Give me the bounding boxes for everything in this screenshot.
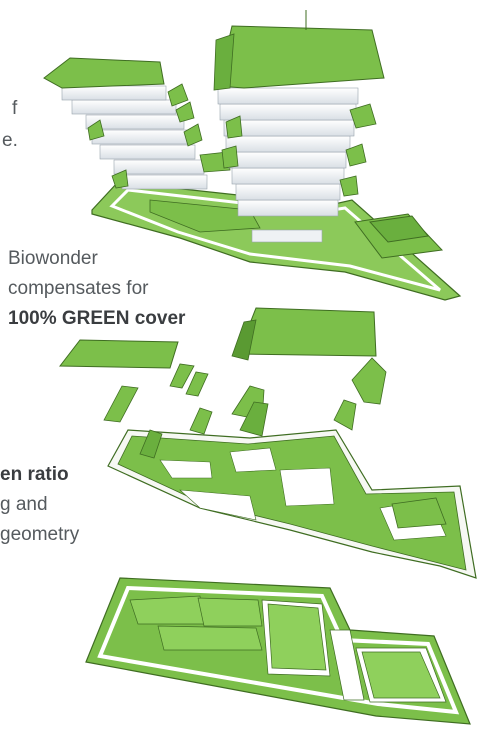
podium-lower-green xyxy=(149,199,261,233)
caption-compensates: compensates for xyxy=(8,278,149,299)
right-tower xyxy=(213,25,385,243)
podium-inner-path xyxy=(109,188,441,292)
exploded-green-layers xyxy=(58,307,477,579)
caption-ratio: en ratio xyxy=(0,464,69,485)
caption-green-cover: 100% GREEN cover xyxy=(8,308,186,329)
left-tower xyxy=(43,57,231,190)
site-plan xyxy=(85,577,471,725)
left-tower-roof xyxy=(43,57,165,89)
towers-model xyxy=(43,10,462,301)
caption-top-fragment-2: e. xyxy=(2,130,18,151)
floating-roof-right xyxy=(237,307,377,357)
floating-roof-left xyxy=(58,339,179,369)
caption-g-and: g and xyxy=(0,494,48,515)
right-tower-roof xyxy=(217,25,385,89)
caption-top-fragment-1: f xyxy=(12,98,18,119)
podium-annex-roof xyxy=(369,215,429,243)
caption-geometry: geometry xyxy=(0,524,80,545)
caption-biowonder: Biowonder xyxy=(8,248,98,269)
